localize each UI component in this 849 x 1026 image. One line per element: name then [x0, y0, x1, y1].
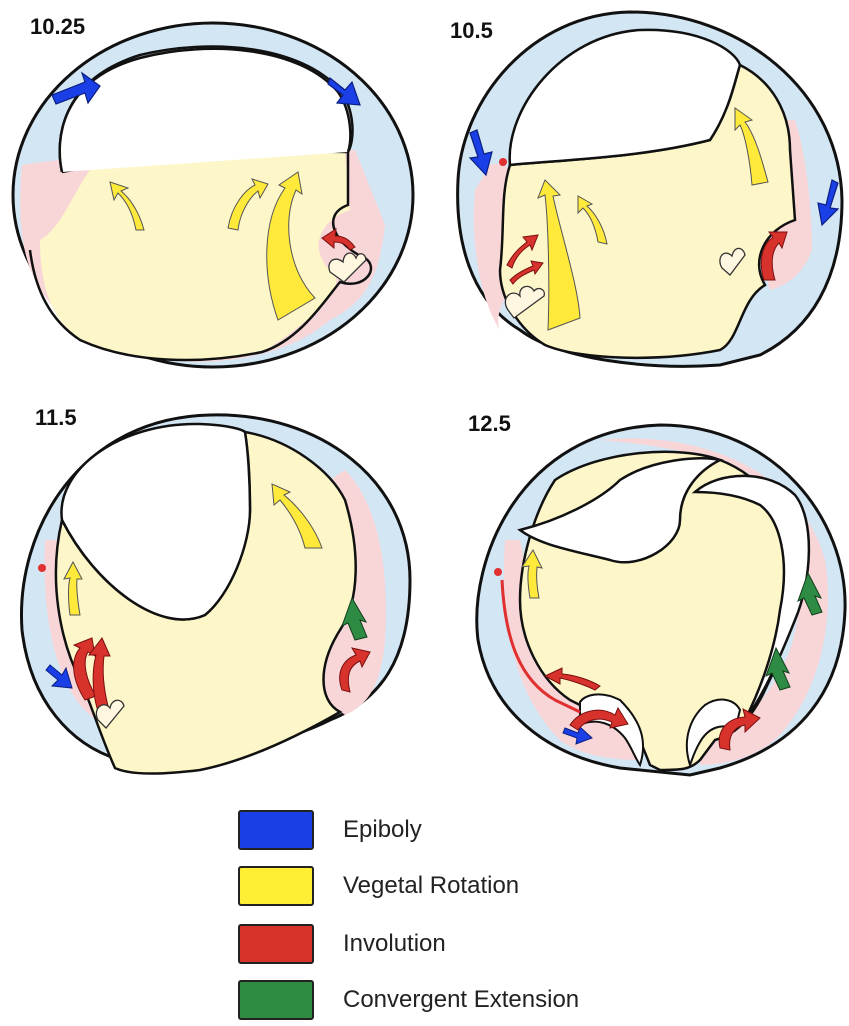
- legend-item-epiboly: Epiboly: [238, 810, 658, 856]
- stage-label-10-5: 10.5: [450, 18, 493, 44]
- stage-label-10-25: 10.25: [30, 14, 85, 40]
- legend-label-convergent-extension: Convergent Extension: [343, 986, 579, 1014]
- bottle-cell-dot: [38, 564, 46, 572]
- legend-swatch-involution: [238, 924, 314, 964]
- legend-item-convergent-extension: Convergent Extension: [238, 980, 658, 1026]
- stage-label-12-5: 12.5: [468, 411, 511, 437]
- bottle-cell-dot: [499, 158, 507, 166]
- embryo-stage-11-5: [21, 415, 410, 774]
- stage-label-11-5: 11.5: [35, 405, 77, 431]
- legend-item-involution: Involution: [238, 924, 658, 970]
- legend-swatch-convergent-extension: [238, 980, 314, 1020]
- legend-label-vegetal-rotation: Vegetal Rotation: [343, 872, 519, 900]
- bottle-cell-dot: [494, 568, 502, 576]
- legend-swatch-vegetal-rotation: [238, 866, 314, 906]
- embryo-stage-10-25: [13, 23, 413, 367]
- legend-label-involution: Involution: [343, 930, 446, 958]
- embryo-stage-10-5: [458, 12, 842, 366]
- embryo-stage-12-5: [477, 425, 845, 775]
- legend-label-epiboly: Epiboly: [343, 816, 422, 844]
- legend-swatch-epiboly: [238, 810, 314, 850]
- legend-item-vegetal-rotation: Vegetal Rotation: [238, 866, 658, 912]
